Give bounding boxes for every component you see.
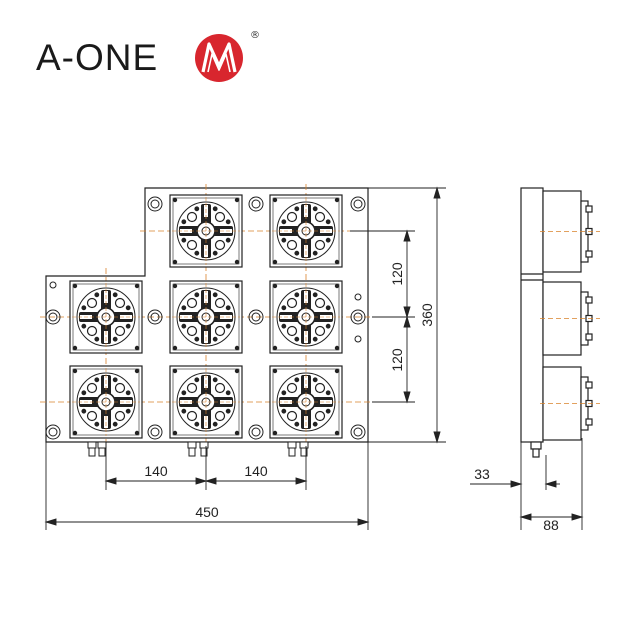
mounting-hole: [350, 196, 366, 212]
chuck-module: [169, 365, 243, 439]
mounting-hole: [248, 196, 264, 212]
side-chuck: [540, 190, 600, 273]
chuck-module: [69, 365, 143, 439]
side-chuck: [540, 281, 600, 356]
dimension-lines: [44, 186, 584, 530]
brand-logo-icon: [195, 34, 243, 82]
mounting-hole: [350, 309, 366, 325]
chuck-module: [269, 280, 343, 354]
chuck-module: [169, 280, 243, 354]
mounting-hole: [147, 309, 163, 325]
chuck-module: [269, 365, 343, 439]
dim-side-depth: 88: [543, 517, 559, 533]
dim-width-total: 450: [195, 504, 219, 520]
brand-name: A-ONE: [36, 37, 159, 78]
air-fitting: [97, 441, 107, 457]
air-fitting: [299, 441, 309, 457]
mounting-hole: [354, 293, 362, 301]
registered-mark: ®: [250, 30, 260, 41]
dim-height-total: 360: [419, 303, 435, 327]
air-fitting: [87, 441, 97, 457]
mounting-hole: [248, 309, 264, 325]
mounting-hole: [147, 196, 163, 212]
mounting-hole: [45, 424, 61, 440]
mounting-hole: [248, 424, 264, 440]
mounting-hole: [49, 281, 57, 289]
air-fitting: [187, 441, 197, 457]
bottom-fittings: [87, 441, 309, 457]
mounting-hole: [354, 335, 362, 343]
dim-pitch-y-1: 120: [389, 262, 405, 286]
dim-pitch-x-2: 140: [244, 463, 268, 479]
chuck-module: [169, 194, 243, 268]
side-fitting: [530, 441, 542, 458]
mounting-hole: [147, 424, 163, 440]
air-fitting: [287, 441, 297, 457]
side-chuck: [540, 366, 600, 441]
mounting-hole: [350, 424, 366, 440]
air-fitting: [199, 441, 209, 457]
chuck-module: [69, 280, 143, 354]
dim-side-offset: 33: [474, 466, 490, 482]
side-view: [520, 187, 600, 458]
mounting-hole: [45, 309, 61, 325]
mounting-holes: [45, 196, 366, 440]
chuck-module: [269, 194, 343, 268]
dim-pitch-x-1: 140: [144, 463, 168, 479]
dim-pitch-y-2: 120: [389, 348, 405, 372]
chuck-grid: [69, 194, 343, 439]
